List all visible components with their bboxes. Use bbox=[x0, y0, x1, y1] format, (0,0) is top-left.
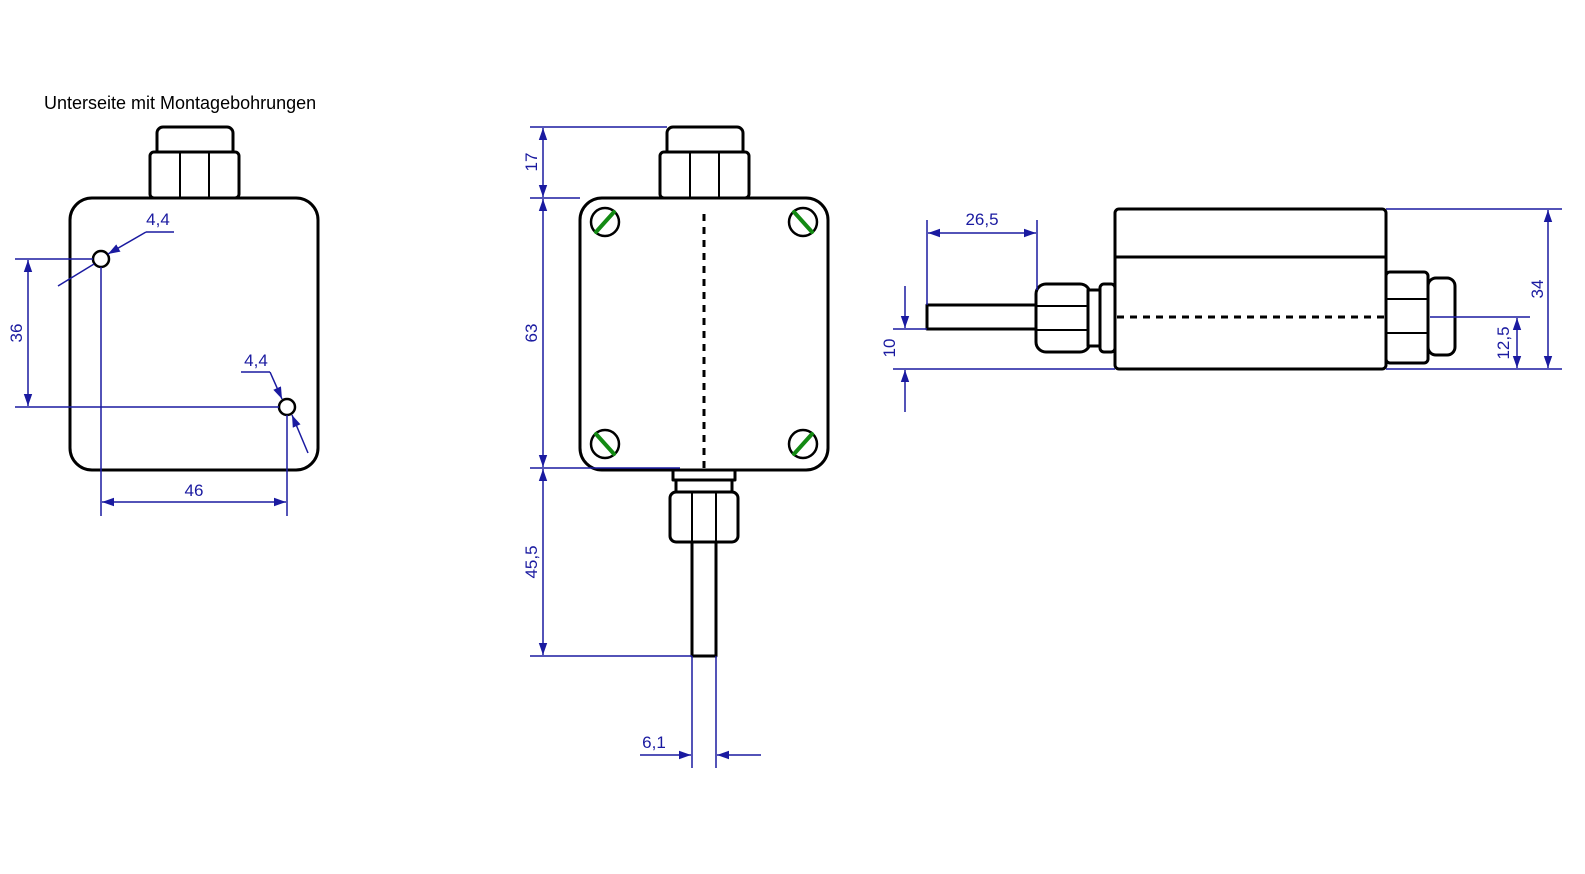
dim-probe-length: 45,5 bbox=[522, 545, 541, 578]
dim-probe-diameter: 6,1 bbox=[642, 733, 666, 752]
side-right-gland-nut bbox=[1384, 270, 1430, 365]
view-caption: Unterseite mit Montagebohrungen bbox=[44, 93, 316, 113]
side-gland-thread bbox=[1098, 282, 1117, 354]
side-gland-nut bbox=[1034, 282, 1092, 354]
dim-housing-height: 63 bbox=[522, 324, 541, 343]
front-view: 17 63 45,5 6,1 bbox=[522, 125, 830, 768]
screw-bottom-left bbox=[589, 428, 621, 460]
screw-top-right bbox=[787, 206, 819, 238]
side-probe bbox=[925, 303, 1039, 331]
dim-gland-height: 17 bbox=[522, 153, 541, 172]
dim-hole-spacing-vertical: 36 bbox=[7, 324, 26, 343]
dim-hole-2-diameter: 4,4 bbox=[244, 351, 268, 370]
bottom-housing bbox=[68, 196, 320, 472]
side-housing bbox=[1113, 207, 1388, 371]
dim-side-axis-height: 12,5 bbox=[1494, 326, 1513, 359]
bottom-view: 36 46 4,4 4,4 bbox=[7, 125, 320, 516]
dim-side-probe-offset: 10 bbox=[880, 339, 899, 358]
front-probe bbox=[690, 540, 718, 658]
dim-hole-1-diameter: 4,4 bbox=[146, 210, 170, 229]
dim-side-total-height: 34 bbox=[1528, 280, 1547, 299]
dim-side-probe-length: 26,5 bbox=[965, 210, 998, 229]
bottom-gland-nut bbox=[148, 150, 241, 200]
front-gland-nut bbox=[668, 490, 740, 544]
dim-hole-spacing-horizontal: 46 bbox=[185, 481, 204, 500]
side-gland-ring bbox=[1086, 288, 1102, 348]
screw-top-left bbox=[589, 206, 621, 238]
screw-bottom-right bbox=[787, 428, 819, 460]
side-view: 26,5 10 34 12,5 bbox=[880, 207, 1562, 412]
front-gland-ring bbox=[674, 478, 734, 494]
front-top-gland-nut bbox=[658, 150, 751, 200]
